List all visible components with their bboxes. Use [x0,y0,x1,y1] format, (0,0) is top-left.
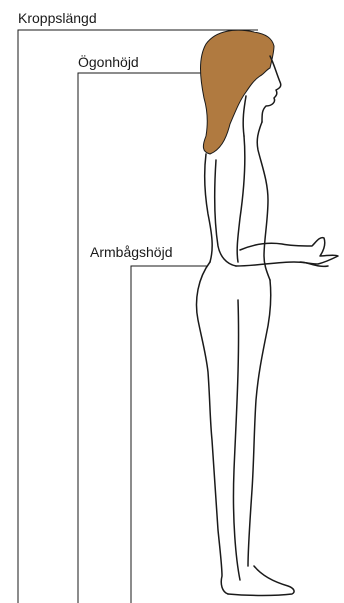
torso-front [257,122,270,280]
elbow-height-label: Armbågshöjd [90,244,173,260]
body-height-label: Kroppslängd [18,10,97,26]
inner-leg [233,300,240,580]
neck-back [243,96,246,136]
eye-height-label: Ögonhöjd [78,54,139,70]
back-leg [197,262,229,594]
forearm-hand [236,238,338,266]
hair [201,30,275,154]
front-leg [248,280,271,566]
back [205,154,212,262]
arm-back [215,160,236,266]
arm [237,136,245,262]
elbow-height-line [131,266,208,603]
